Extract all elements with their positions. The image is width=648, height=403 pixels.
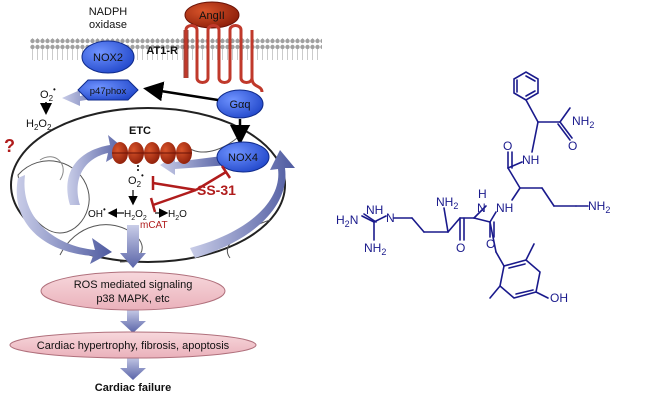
atom-nh2-guan: NH2 [364,241,386,257]
h2o-label: H2O [168,209,187,222]
etc-complexes [112,142,192,164]
cycle-arrow-right [190,150,295,258]
atom-n-guan: N [386,211,395,225]
atom-o-top: O [568,139,577,153]
oh-radical-label: OH• [88,205,106,220]
atom-nh2-amide: NH2 [572,114,594,130]
pathway-diagram: AngII AT1-R NADPH oxidase NOX2 [4,1,322,394]
cardiac-failure-label: Cardiac failure [95,382,171,394]
phenyl-ring [513,71,539,101]
atom-h-amide: H [478,187,487,201]
atom-o-arg: O [456,241,465,255]
o2-cytosol-label: O2• [40,85,56,103]
at1r-label: AT1-R [146,45,178,57]
atom-nh2-lys: NH2 [588,199,610,215]
at1r-receptor [184,24,264,93]
ros-signaling-box [40,271,226,311]
atom-h2n-guan: H2N [336,213,358,229]
ros-signaling-line1: ROS mediated signaling [74,279,193,291]
atom-o-tyr: O [486,237,495,251]
nox2-protein [81,40,135,74]
cycle-arrow-center [67,135,126,205]
nox4-protein [216,141,270,173]
atom-nh-top: NH [522,153,539,167]
atom-nh-mid: NH [496,201,513,215]
nox4-to-etc-arrow [160,155,230,175]
outcomes-to-failure-arrow [120,356,146,380]
gaq-protein [216,89,264,119]
cardiac-outcomes-box [9,331,257,359]
atom-o-mid: O [503,139,512,153]
gaq-label: Gαq [229,99,250,111]
mito-to-ros-arrow [120,225,146,268]
angii-ligand [184,1,240,29]
question-mark: ? [4,136,15,156]
ss31-structure [361,71,589,299]
angii-label: AngII [199,10,225,22]
p47phox-protein [77,79,139,101]
p47phox-label: p47phox [90,86,127,97]
atom-oh: OH [550,291,568,305]
etc-label: ETC [129,125,151,137]
atom-n-amide: N [477,201,486,215]
ss31-label: SS-31 [197,182,236,198]
atom-nh2-alpha: NH2 [436,195,458,211]
ros-signaling-line2: p38 MAPK, etc [96,293,170,305]
nadph-label-line1: NADPH [89,6,128,18]
nadph-label-line2: oxidase [89,19,127,31]
ros-to-outcomes-arrow [120,309,146,333]
h2o2-cytosol-label: H2O2 [26,118,52,132]
atom-nh-guan: NH [366,203,383,217]
mcat-label: mCAT [140,220,168,231]
ss31-inhibition [149,165,232,213]
nox4-label: NOX4 [228,152,258,164]
o2-mito-label: O2• [128,171,144,189]
h2o2-mito-label: H2O2 [124,209,147,222]
gaq-to-p47phox-arrow [143,81,219,102]
ss31-atom-labels: NH2 O NH O NH NH2 H2N NH N NH2 NH2 H N O… [336,114,610,305]
cardiac-outcomes-label: Cardiac hypertrophy, fibrosis, apoptosis [37,340,230,352]
cycle-arrow-left [16,175,112,264]
nox2-label: NOX2 [93,52,123,64]
